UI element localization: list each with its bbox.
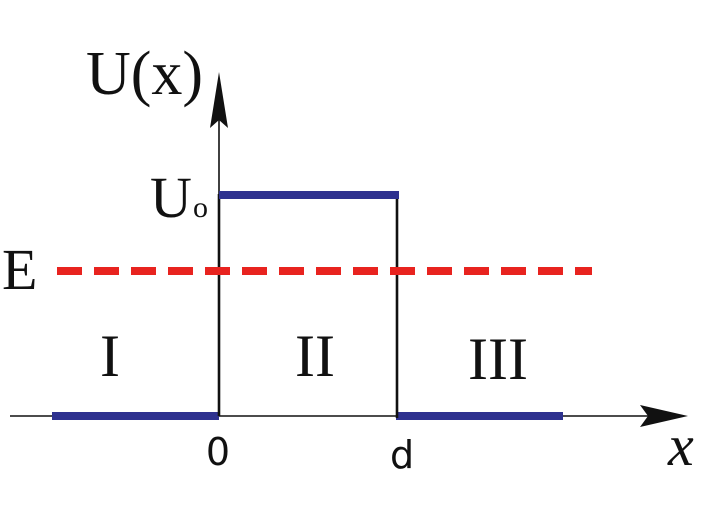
barrier-height-label: U bbox=[150, 165, 192, 230]
region-label-2: II bbox=[295, 323, 335, 389]
origin-tick-label: 0 bbox=[206, 430, 230, 474]
y-axis-arrowhead bbox=[210, 72, 228, 128]
region-label-1: I bbox=[100, 323, 120, 389]
x-axis-label: x bbox=[667, 413, 694, 478]
y-axis-label: U(x) bbox=[86, 40, 203, 108]
x-axis-arrowhead bbox=[640, 405, 688, 427]
region-label-3: III bbox=[468, 326, 528, 392]
barrier-height-subscript: o bbox=[193, 191, 208, 224]
energy-label: E bbox=[2, 237, 37, 302]
width-tick-label: d bbox=[390, 433, 414, 477]
